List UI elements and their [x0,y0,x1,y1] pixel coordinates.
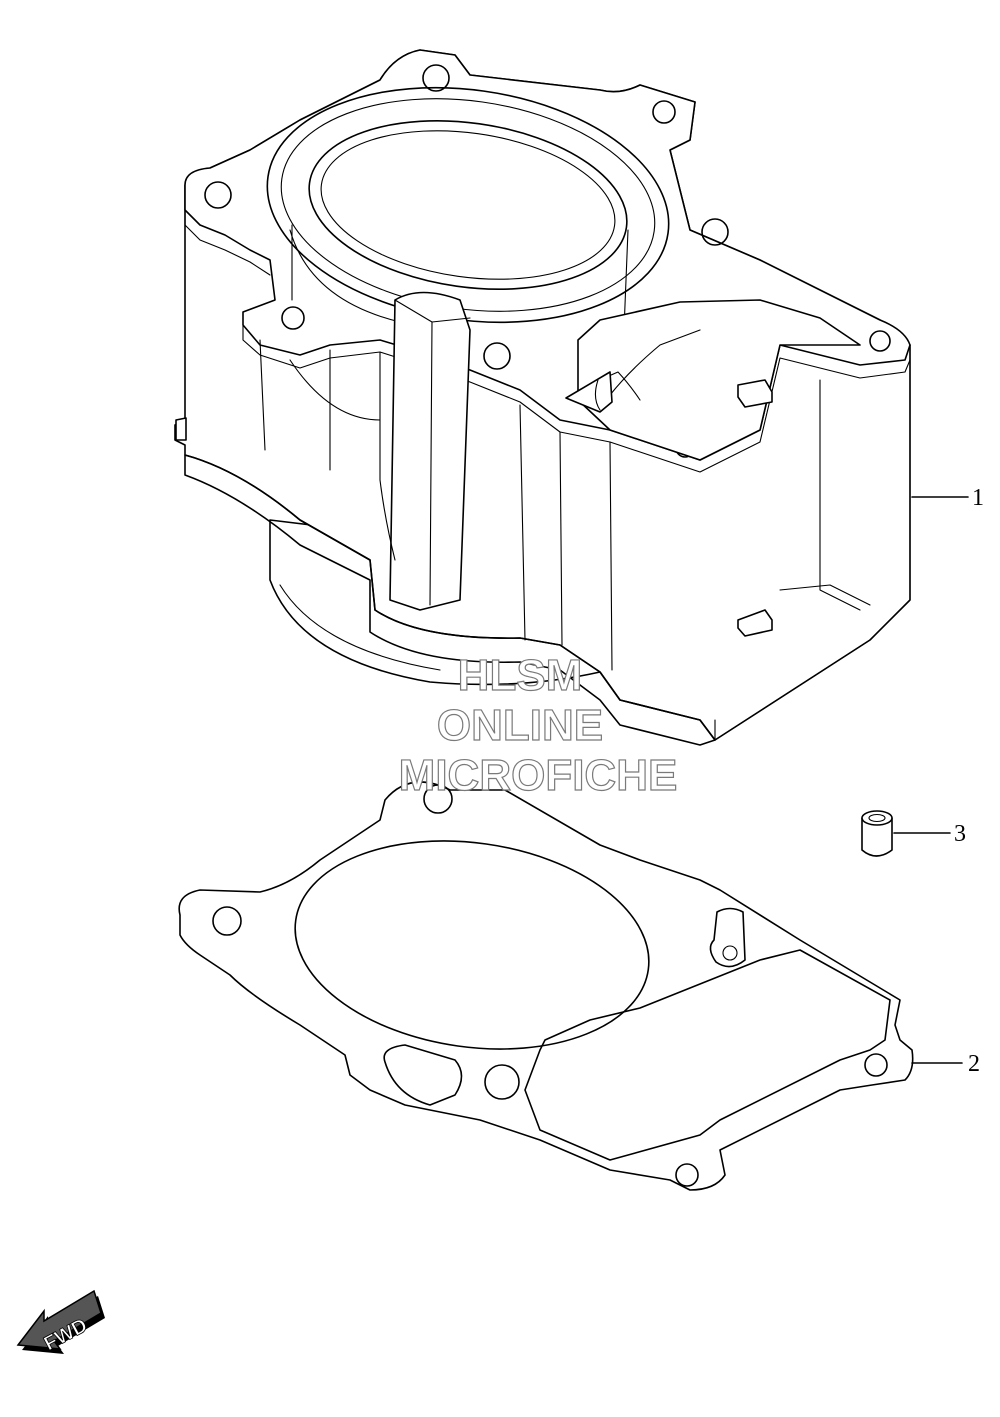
cylinder-gasket-part[interactable]: 2 [178,781,980,1191]
callout-1: 1 [972,485,984,511]
watermark-line-2: ONLINE [437,701,603,750]
cylinder-part[interactable]: 1 [174,49,984,746]
callout-2: 2 [968,1051,980,1077]
callout-3: 3 [954,821,966,847]
watermark: HLSM ONLINE MICROFICHE [398,650,678,800]
fwd-arrow-icon: FWD [16,1289,105,1356]
watermark-line-3: MICROFICHE [399,751,678,800]
watermark-line-1: HLSM [458,651,583,700]
dowel-pin-part[interactable]: 3 [861,810,966,857]
